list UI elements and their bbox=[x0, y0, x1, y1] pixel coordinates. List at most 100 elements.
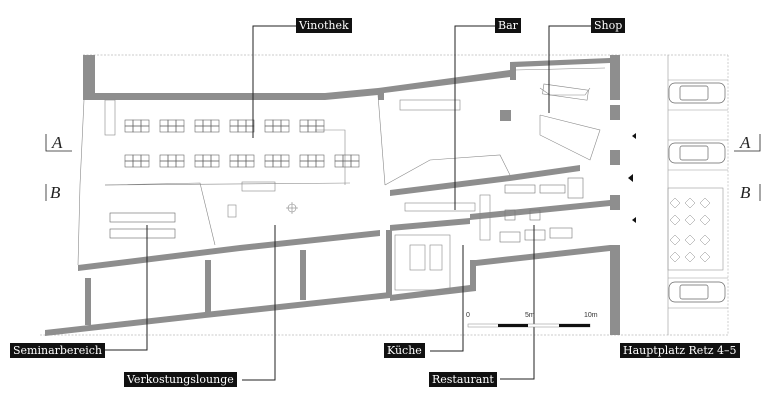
shelf-cell bbox=[229, 119, 239, 127]
shelf-cell bbox=[350, 160, 360, 168]
shelf-cell bbox=[140, 119, 150, 127]
label-verkostungslounge: Verkostungslounge bbox=[124, 372, 237, 387]
shelf-cell bbox=[159, 160, 169, 168]
label-shop: Shop bbox=[591, 18, 626, 33]
shelf-cell bbox=[245, 125, 255, 133]
interior-lines bbox=[77, 67, 606, 291]
shelf-cell bbox=[307, 160, 317, 168]
shelf-cell bbox=[315, 125, 325, 133]
shelf-cell bbox=[280, 160, 290, 168]
section-b-left: B bbox=[50, 183, 61, 202]
shelf-cell bbox=[342, 154, 352, 162]
shelf-cell bbox=[210, 154, 220, 162]
scale-zero: 0 bbox=[466, 312, 470, 319]
shelf-cell bbox=[350, 154, 360, 162]
shelf-cell bbox=[299, 160, 309, 168]
scale-bar bbox=[467, 323, 591, 328]
shelf-cell bbox=[334, 154, 344, 162]
section-b-right: B bbox=[740, 183, 751, 202]
shelf-cell bbox=[159, 125, 169, 133]
section-markers bbox=[45, 134, 761, 201]
shelf-cell bbox=[132, 125, 142, 133]
shelf-cell bbox=[167, 154, 177, 162]
label-address: Hauptplatz Retz 4–5 bbox=[620, 343, 740, 358]
shelf-cell bbox=[280, 154, 290, 162]
shelf-cell bbox=[202, 154, 212, 162]
scale-mid: 5m bbox=[525, 312, 535, 319]
shelf-cell bbox=[140, 125, 150, 133]
shelf-cell bbox=[202, 119, 212, 127]
label-seminarbereich: Seminarbereich bbox=[10, 343, 105, 358]
shelf-cell bbox=[202, 125, 212, 133]
shelf-cell bbox=[237, 160, 247, 168]
shelf-cell bbox=[237, 154, 247, 162]
shelf-cell bbox=[167, 125, 177, 133]
outdoor-tables bbox=[669, 197, 711, 263]
shelf-cell bbox=[315, 160, 325, 168]
shelf-cell bbox=[124, 160, 134, 168]
shelf-cell bbox=[167, 160, 177, 168]
site-boundary bbox=[40, 54, 729, 336]
shelf-cell bbox=[307, 125, 317, 133]
shelf-cell bbox=[140, 160, 150, 168]
shelf-cell bbox=[299, 125, 309, 133]
section-a-right: A bbox=[740, 133, 751, 152]
seminar-table bbox=[109, 212, 176, 239]
shelf-cell bbox=[167, 119, 177, 127]
shelf-cell bbox=[229, 160, 239, 168]
shelf-cell bbox=[159, 119, 169, 127]
shelf-cell bbox=[229, 125, 239, 133]
shelf-cell bbox=[299, 154, 309, 162]
restaurant-tables bbox=[499, 177, 584, 243]
shelf-cell bbox=[210, 125, 220, 133]
shelf-cell bbox=[210, 119, 220, 127]
shelf-cell bbox=[315, 154, 325, 162]
shelf-cell bbox=[210, 160, 220, 168]
shelf-cell bbox=[280, 119, 290, 127]
shelf-cell bbox=[272, 154, 282, 162]
shelf-cell bbox=[264, 154, 274, 162]
shelf-cell bbox=[175, 160, 185, 168]
shelf-cell bbox=[194, 119, 204, 127]
shelf-cell bbox=[342, 160, 352, 168]
shelf-cell bbox=[194, 154, 204, 162]
label-bar: Bar bbox=[495, 18, 521, 33]
shelf-cell bbox=[264, 160, 274, 168]
shelf-cell bbox=[175, 125, 185, 133]
shelf-cell bbox=[237, 125, 247, 133]
shelf-cell bbox=[315, 119, 325, 127]
street-parking bbox=[667, 55, 728, 335]
shelf-cell bbox=[280, 125, 290, 133]
scale-end: 10m bbox=[584, 312, 598, 319]
shelf-cell bbox=[229, 154, 239, 162]
shelf-cell bbox=[194, 160, 204, 168]
shelf-cell bbox=[307, 119, 317, 127]
label-vinothek: Vinothek bbox=[296, 18, 352, 33]
shelf-cell bbox=[124, 125, 134, 133]
shelf-cell bbox=[245, 154, 255, 162]
shelf-cell bbox=[124, 154, 134, 162]
shelf-cell bbox=[237, 119, 247, 127]
walls bbox=[45, 55, 620, 336]
car-icon bbox=[668, 82, 726, 303]
shelf-cell bbox=[264, 119, 274, 127]
label-restaurant: Restaurant bbox=[429, 372, 497, 387]
shelf-cell bbox=[264, 125, 274, 133]
shelf-cell bbox=[175, 119, 185, 127]
shelf-cell bbox=[132, 160, 142, 168]
shelf-cell bbox=[140, 154, 150, 162]
shelf-cell bbox=[132, 119, 142, 127]
leader-lines bbox=[100, 25, 593, 381]
shelf-cell bbox=[159, 154, 169, 162]
shelf-cell bbox=[132, 154, 142, 162]
shelf-cell bbox=[175, 154, 185, 162]
shelf-cell bbox=[307, 154, 317, 162]
label-kueche: Küche bbox=[384, 343, 425, 358]
shelf-cell bbox=[194, 125, 204, 133]
entrance-arrow-icon bbox=[628, 133, 636, 223]
wine-shelves bbox=[124, 119, 360, 168]
shelf-cell bbox=[272, 125, 282, 133]
section-a-left: A bbox=[52, 133, 63, 152]
shelf-cell bbox=[272, 160, 282, 168]
